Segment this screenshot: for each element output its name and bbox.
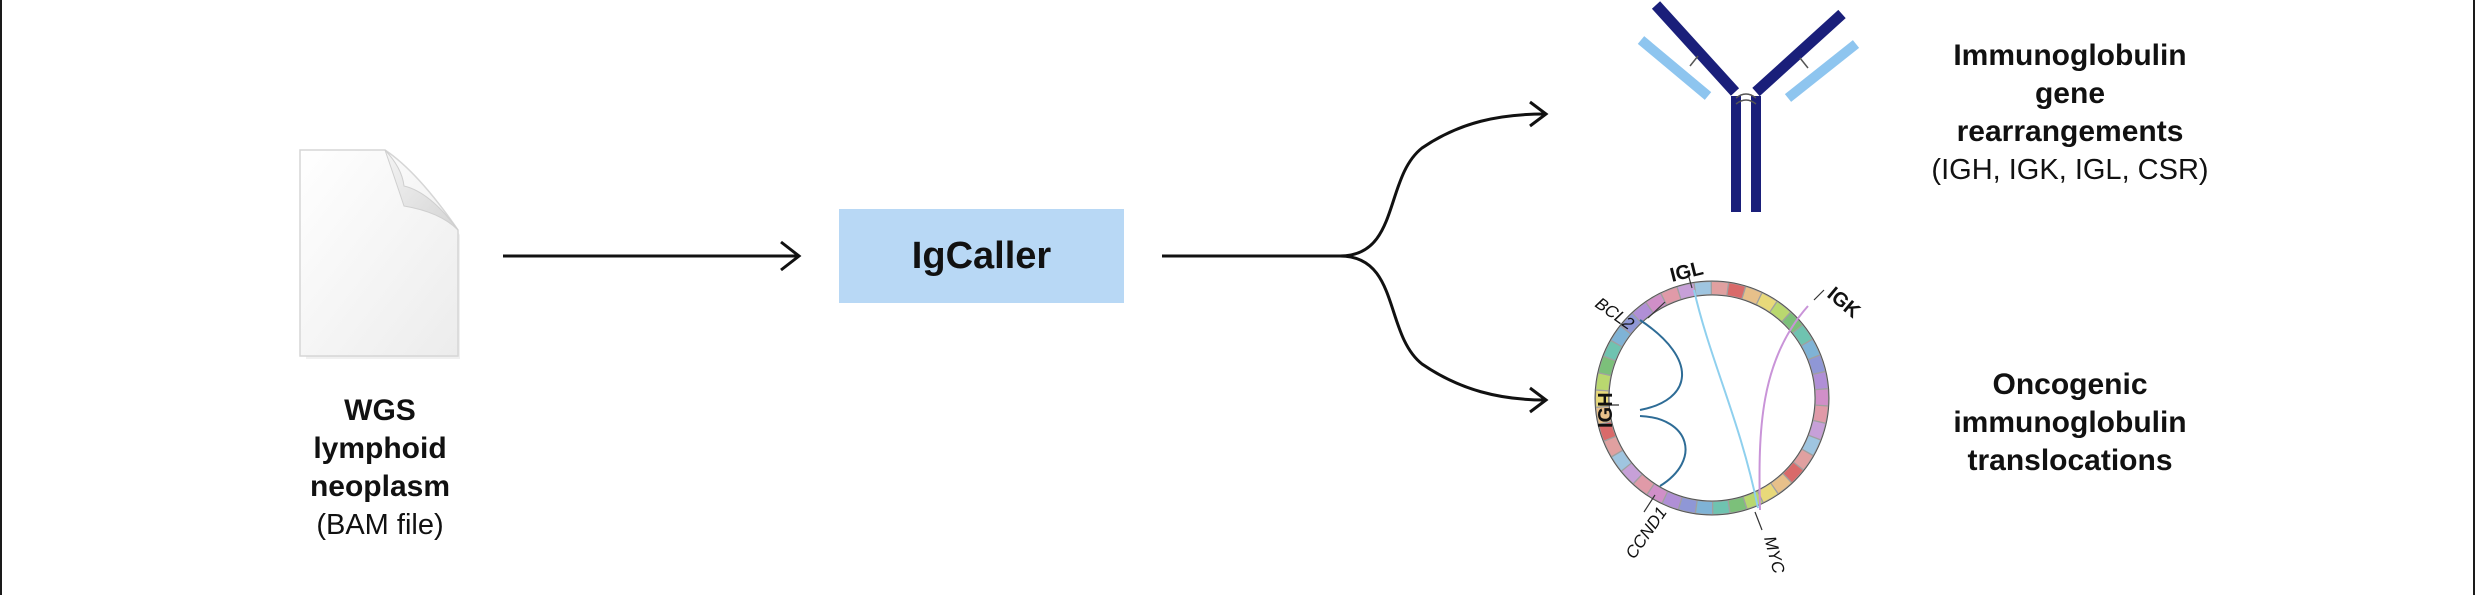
igcaller-label: IgCaller	[911, 234, 1052, 277]
translocations-line-2: immunoglobulin	[1953, 406, 2187, 439]
circos-ring-segment	[1782, 312, 1802, 333]
circos-ring-segment	[1596, 406, 1611, 424]
rearrangements-caption: Immunoglobulin gene rearrangements (IGH,…	[1890, 37, 2250, 189]
input-caption: WGS lymphoid neoplasm (BAM file)	[250, 392, 510, 544]
circos-label-igk: IGK	[1823, 283, 1865, 323]
circos-plot: IGL IGK BCL2 IGH CCND1 MYC	[1592, 257, 1865, 576]
arrow-branch-upper	[1162, 100, 1549, 258]
translocations-caption: Oncogenic immunoglobulin translocations	[1890, 366, 2250, 480]
rearrangements-line-2: gene	[2034, 77, 2106, 110]
circos-ring-segment	[1622, 463, 1642, 484]
circos-ring-segment	[1802, 339, 1820, 359]
input-line-1: WGS	[344, 394, 416, 427]
rearrangements-line-1: Immunoglobulin	[1953, 39, 2187, 72]
circos-label-igh: IGH	[1595, 392, 1617, 428]
circos-ring-segment	[1661, 287, 1681, 305]
antibody-icon	[1637, 1, 1860, 212]
circos-ring-segment	[1757, 293, 1777, 312]
circos-ring-segment	[1713, 500, 1730, 514]
circos-ring-segment	[1728, 497, 1747, 513]
circos-label-myc: MYC	[1760, 534, 1788, 576]
link-igh-ccnd1	[1639, 415, 1687, 487]
circos-ring-segment	[1793, 325, 1812, 346]
input-subtitle: (BAM file)	[316, 509, 444, 541]
circos-ring-segment	[1604, 341, 1622, 361]
igcaller-box: IgCaller	[839, 209, 1124, 303]
document-icon	[299, 149, 460, 359]
circos-ring-segment	[1813, 372, 1828, 390]
link-igl-myc	[1693, 289, 1759, 509]
circos-ring-segment	[1742, 287, 1762, 304]
circos-ring-segment	[1662, 492, 1682, 509]
circos-ring-segments	[1596, 282, 1828, 514]
circos-ring-segment	[1677, 283, 1696, 299]
circos-ring-segment	[1770, 302, 1790, 321]
circos-ring-segment	[1598, 356, 1615, 375]
circos-ring-segment	[1783, 462, 1803, 483]
circos-ring-outer-edge	[1594, 280, 1830, 516]
circos-ring-segment	[1696, 501, 1713, 514]
circos-ring-segment	[1808, 355, 1825, 374]
circos-ring-segment	[1758, 483, 1778, 502]
circos-ring-segment	[1813, 405, 1828, 423]
link-igk-myc	[1758, 305, 1809, 511]
circos-ring-segment	[1771, 474, 1791, 494]
circos-ring-segment	[1633, 302, 1653, 322]
circos-ring-segment	[1711, 282, 1728, 295]
input-line-2: lymphoid	[313, 432, 447, 465]
arrow-input-to-igcaller	[503, 240, 802, 272]
circos-ring-segment	[1596, 373, 1611, 391]
circos-ring-segment	[1621, 313, 1641, 334]
circos-ring-segment	[1694, 282, 1711, 296]
circos-ring-segment	[1802, 435, 1820, 455]
circos-ring-segment	[1727, 283, 1745, 299]
rearrangements-line-3: rearrangements	[1956, 115, 2184, 148]
circos-ring-segment	[1809, 421, 1826, 440]
rearrangements-subtitle: (IGH, IGK, IGL, CSR)	[1931, 154, 2209, 186]
circos-ring-segment	[1612, 450, 1631, 471]
circos-ring-segment	[1794, 449, 1813, 470]
left-border	[0, 0, 2, 595]
right-border	[2473, 0, 2475, 595]
circos-ring-segment	[1646, 294, 1666, 313]
translocations-line-1: Oncogenic	[1992, 368, 2148, 401]
circos-ring-segment	[1611, 326, 1630, 347]
circos-ring-segment	[1647, 484, 1667, 503]
input-line-3: neoplasm	[309, 470, 451, 503]
arrow-branch-lower	[1339, 254, 1549, 414]
circos-ring-segment	[1599, 422, 1616, 441]
link-igh-bcl2	[1639, 319, 1683, 411]
circos-ring-segment	[1604, 437, 1622, 457]
circos-label-ccnd1: CCND1	[1622, 503, 1671, 562]
translocations-line-3: translocations	[1967, 444, 2173, 477]
circos-ring-segment	[1634, 475, 1654, 494]
circos-ring-segment	[1679, 497, 1697, 513]
circos-ring-inner-edge	[1608, 294, 1816, 502]
